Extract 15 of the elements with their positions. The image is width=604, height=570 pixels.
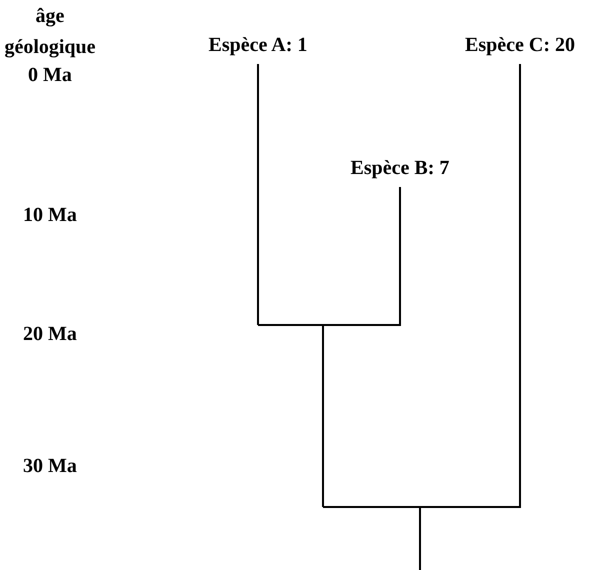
time-tick-label: 0 Ma [28, 64, 72, 86]
branch-line [399, 187, 401, 325]
time-tick-label: 30 Ma [23, 455, 77, 477]
branch-line [322, 325, 324, 507]
branch-line [257, 64, 259, 325]
time-tick-label: 10 Ma [23, 204, 77, 226]
branch-line [519, 64, 521, 507]
species-label: Espèce B: 7 [350, 157, 450, 179]
species-label: Espèce A: 1 [208, 34, 308, 56]
branch-junction-line [323, 506, 521, 508]
branch-line [419, 507, 421, 570]
axis-title: âge géologique [3, 4, 97, 60]
species-label: Espèce C: 20 [465, 34, 575, 56]
branch-junction-line [258, 324, 401, 326]
time-tick-label: 20 Ma [23, 323, 77, 345]
